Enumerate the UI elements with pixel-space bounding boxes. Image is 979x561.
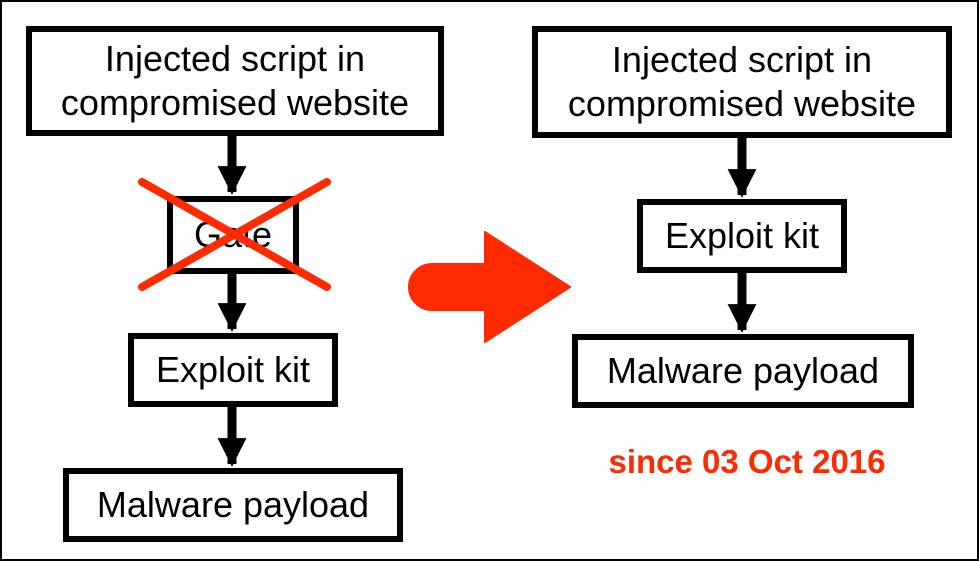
gate-label: Gate	[193, 214, 273, 255]
since-date-label: since 03 Oct 2016	[608, 443, 886, 480]
right-exploit-kit-box: Exploit kit	[637, 199, 847, 273]
left-malware-payload-label: Malware payload	[96, 484, 370, 525]
left-exploit-kit-box: Exploit kit	[128, 333, 338, 407]
right-exploit-kit-label: Exploit kit	[664, 215, 820, 256]
right-malware-payload-label: Malware payload	[606, 350, 880, 391]
left-injected-script-line1: Injected script in	[104, 38, 366, 79]
left-malware-payload-box: Malware payload	[63, 468, 403, 542]
right-injected-script-line1: Injected script in	[611, 39, 873, 80]
gate-box: Gate	[167, 196, 299, 274]
right-injected-script-line2: compromised website	[567, 83, 917, 124]
left-exploit-kit-label: Exploit kit	[155, 349, 311, 390]
left-injected-script-line2: compromised website	[60, 82, 410, 123]
transition-arrow-icon	[408, 231, 571, 343]
left-injected-script-box: Injected script in compromised website	[26, 26, 444, 136]
right-injected-script-box: Injected script in compromised website	[532, 26, 952, 138]
right-malware-payload-box: Malware payload	[572, 334, 914, 408]
